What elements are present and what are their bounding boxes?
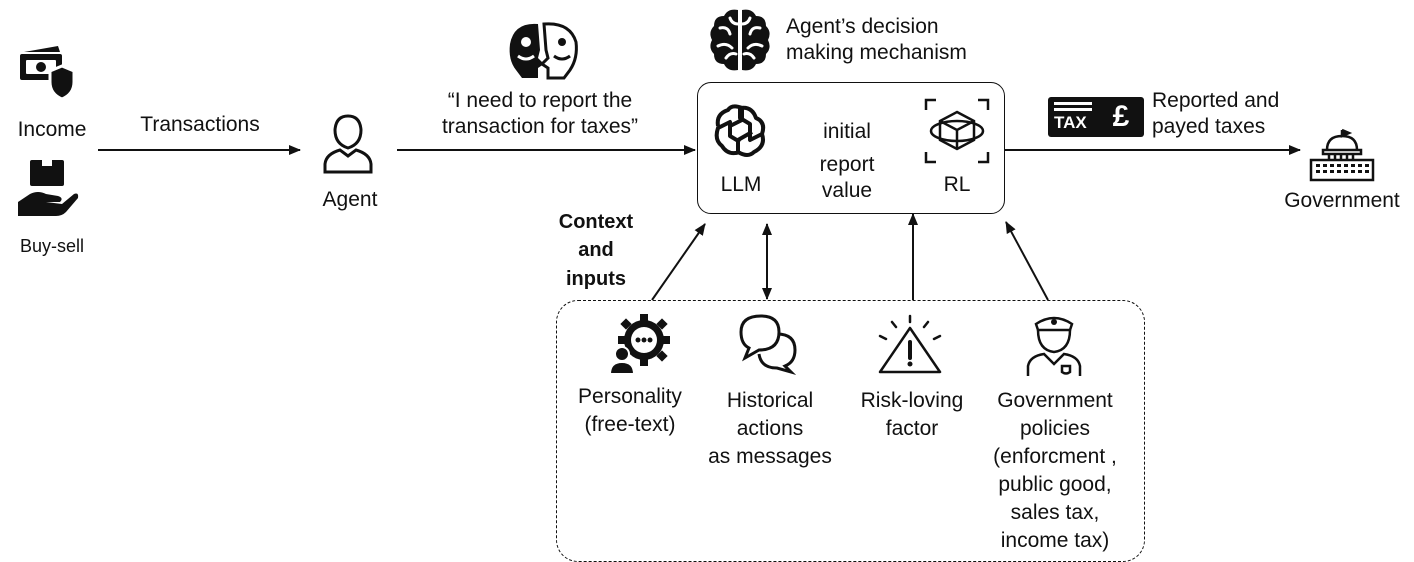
historical-line3: as messages [708, 445, 832, 468]
arrow-context [651, 223, 706, 301]
personality-line1: Personality [578, 385, 682, 408]
reported-line2: payed taxes [1152, 115, 1266, 138]
policies-line4: public good, [998, 473, 1112, 496]
transactions-label: Transactions [140, 113, 260, 136]
llm-label: LLM [720, 173, 762, 196]
policies-line1: Government [997, 389, 1113, 412]
risk-line1: Risk-loving [860, 389, 964, 412]
mechanism-line1: Agent’s decision [786, 15, 939, 38]
buysell-label: Buy-sell [19, 236, 85, 256]
quote-line2: transaction for taxes” [441, 115, 639, 138]
historical-line1: Historical [726, 389, 814, 412]
brain-icon [710, 9, 770, 71]
policies-line2: policies [1019, 417, 1091, 440]
risk-line2: factor [885, 417, 939, 440]
policies-line6: income tax) [1000, 529, 1110, 552]
historical-line2: actions [736, 417, 804, 440]
initial-line1: initial [823, 120, 871, 143]
gear-person-icon [608, 314, 670, 375]
tax-badge-symbol: £ [1112, 100, 1130, 133]
openai-logo-icon [714, 104, 766, 157]
tax-badge-icon: TAX £ [1048, 97, 1144, 137]
initial-line3: value [821, 179, 873, 202]
policies-line3: (enforcment , [993, 445, 1117, 468]
income-label: Income [17, 118, 87, 141]
quote-line1: “I need to report the [447, 89, 633, 112]
government-label: Government [1284, 189, 1400, 212]
police-officer-icon [1026, 316, 1082, 376]
warning-triangle-icon [878, 314, 942, 374]
context-line3: inputs [566, 268, 626, 290]
money-shield-icon [20, 46, 76, 101]
chat-bubbles-icon [739, 314, 797, 376]
hand-box-icon [18, 160, 79, 216]
context-line2: and [578, 239, 614, 261]
mechanism-line2: making mechanism [786, 41, 967, 64]
context-line1: Context [558, 211, 634, 233]
capitol-building-icon [1309, 128, 1375, 182]
person-outline-icon [323, 114, 373, 174]
tax-badge-text: TAX [1054, 113, 1087, 132]
initial-line2: report [819, 153, 875, 176]
personality-line2: (free-text) [584, 413, 676, 436]
policies-line5: sales tax, [1010, 501, 1100, 524]
rl-label: RL [943, 173, 971, 196]
two-faces-icon [509, 22, 578, 80]
cube-rotate-icon [924, 98, 990, 164]
agent-label: Agent [322, 188, 378, 211]
reported-line1: Reported and [1152, 89, 1280, 112]
arrow-policies [1005, 221, 1049, 301]
